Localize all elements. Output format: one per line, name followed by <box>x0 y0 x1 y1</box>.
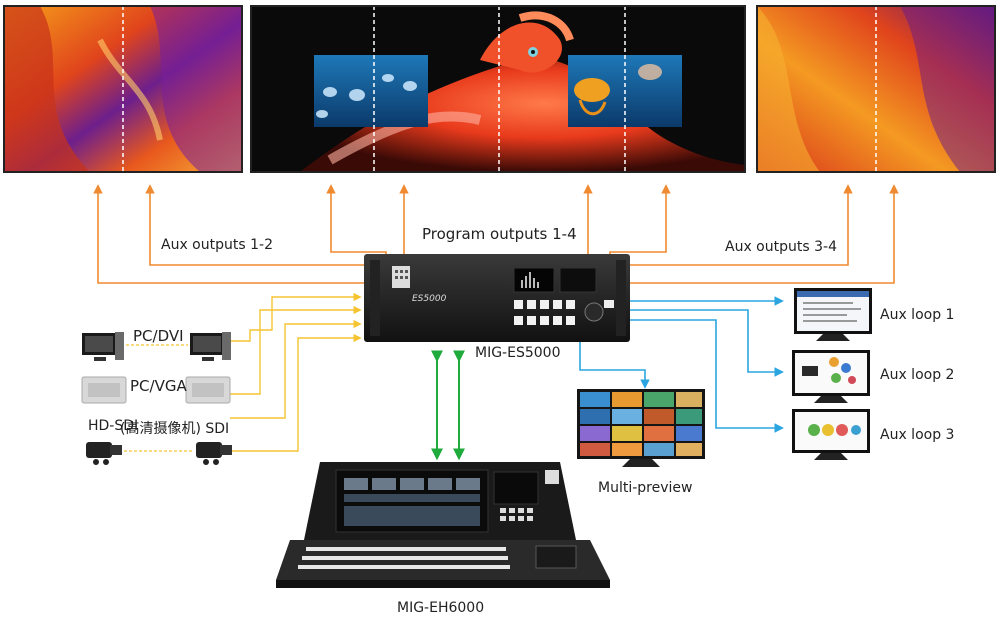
blue-loop-lines <box>579 296 784 433</box>
left-aux-screen <box>3 5 243 173</box>
hd-sdi-label: HD-SDI <box>88 418 139 434</box>
aux-loop-3-monitor <box>792 409 870 460</box>
camera-sources <box>86 442 232 465</box>
pc-dvi-source <box>82 332 231 361</box>
es5000-face-text: ES5000 <box>412 294 447 304</box>
aux-loop-1-label: Aux loop 1 <box>880 307 955 323</box>
aux-loop-2-label: Aux loop 2 <box>880 367 955 383</box>
pc-vga-label: PC/VGA <box>130 377 187 395</box>
program-outputs-label: Program outputs 1-4 <box>422 225 577 243</box>
aux-outputs-1-2-label: Aux outputs 1-2 <box>161 237 273 253</box>
aux-loop-1-monitor <box>794 288 872 341</box>
pc-vga-source <box>81 376 231 404</box>
pc-dvi-label: PC/DVI <box>133 327 184 345</box>
es5000-model-label: MIG-ES5000 <box>475 345 561 361</box>
multi-preview-monitor <box>577 389 705 467</box>
multi-preview-label: Multi-preview <box>598 480 693 496</box>
yellow-input-lines <box>230 292 362 452</box>
es5000-device <box>364 254 630 342</box>
aux-outputs-3-4-label: Aux outputs 3-4 <box>725 239 837 255</box>
eh6000-model-label: MIG-EH6000 <box>397 600 485 616</box>
green-control-lines <box>431 350 465 461</box>
camera-sdi-label: (高清摄像机) SDI <box>120 421 230 437</box>
center-program-screen <box>250 5 746 173</box>
aux-loop-3-label: Aux loop 3 <box>880 427 955 443</box>
right-aux-screen <box>756 5 996 173</box>
aux-loop-2-monitor <box>792 350 870 403</box>
eh6000-console <box>276 462 610 588</box>
